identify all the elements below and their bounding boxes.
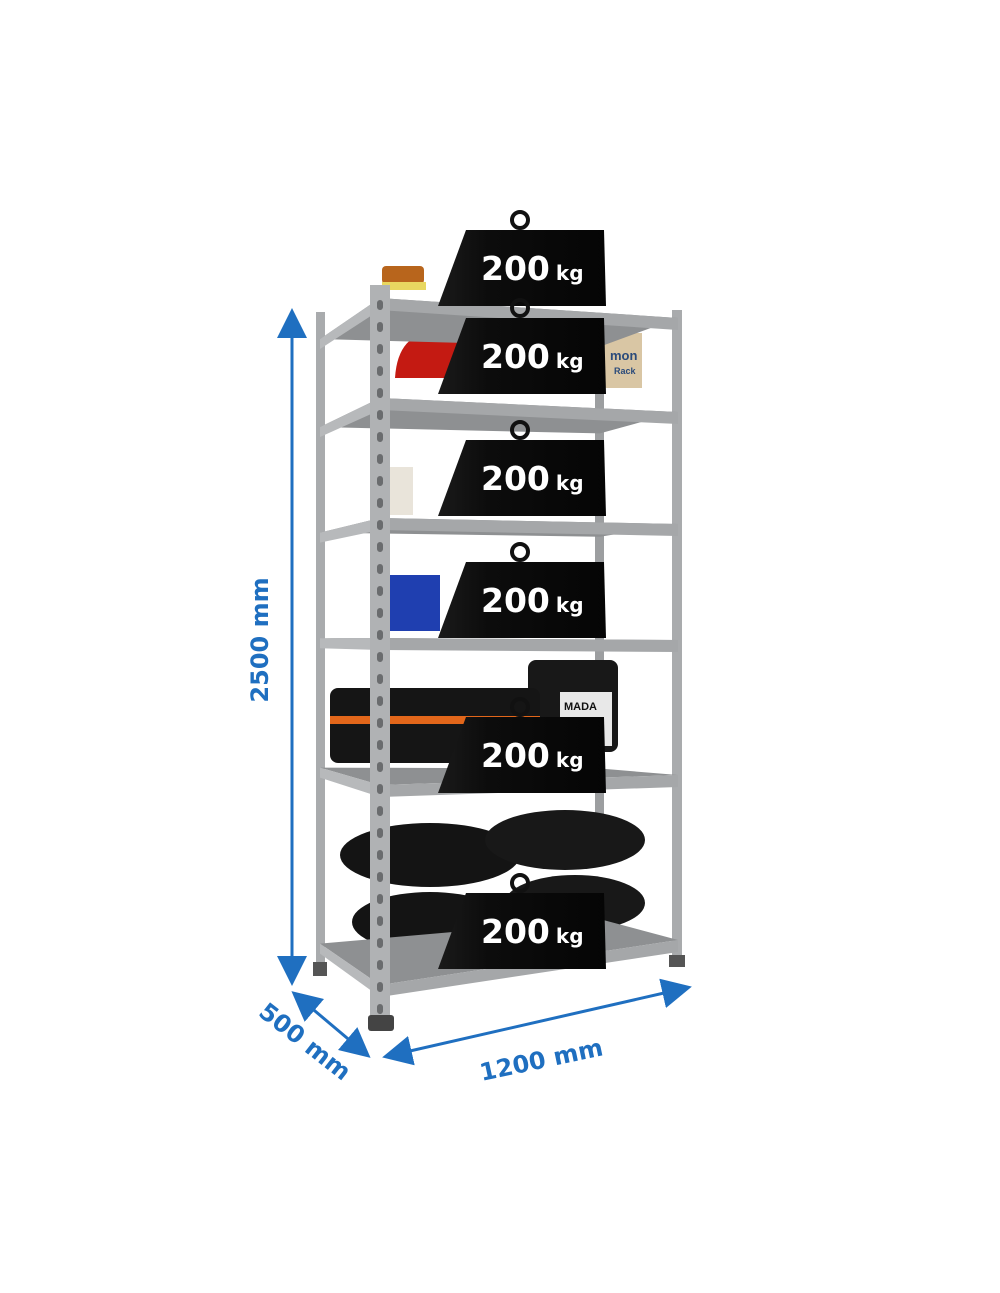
dimension-width: 1200 mm [382,978,692,1087]
post-hole [377,542,383,552]
post-hole [377,960,383,970]
box-text: Rack [614,366,637,376]
ring-icon [510,420,530,440]
shelf-front-beam [380,398,678,424]
shelf-side-beam [320,518,380,543]
case-text: MADA [564,701,597,713]
post-hole [377,916,383,926]
box-text: mon [610,348,638,363]
post-hole [377,344,383,354]
post-hole [377,630,383,640]
post-hole [377,300,383,310]
shelf-side-beam [320,767,380,797]
blue-bins [390,575,440,631]
post-hole [377,982,383,992]
post-hole [377,938,383,948]
weight-body [438,230,606,306]
post-hole [377,718,383,728]
post-hole [377,476,383,486]
weight-body [438,717,606,793]
front-left-post [368,285,394,1031]
item-labels: mon Rack MADA [564,348,638,713]
post-hole [377,498,383,508]
post-hole [377,696,383,706]
shelf-front-beam [380,518,678,536]
dimension-height: 2500 mm [246,308,307,986]
shelf-side-beam [320,298,380,350]
weight-body [438,440,606,516]
post-hole [377,564,383,574]
shelf [320,398,678,438]
post-hole [377,608,383,618]
post-hole [377,762,383,772]
post-hole [377,894,383,904]
post-hole [377,454,383,464]
height-label: 2500 mm [246,577,274,702]
shelf-side-beam [320,398,380,438]
post-hole [377,432,383,442]
post-hole [377,740,383,750]
post-hole [377,366,383,376]
width-label: 1200 mm [477,1033,605,1086]
post-hole [377,322,383,332]
ring-icon [510,542,530,562]
dimension-depth: 500 mm [254,991,371,1086]
hard-hat [395,331,463,378]
shelf [320,638,678,652]
post-hole [377,872,383,882]
weight-body [438,893,606,969]
ring-icon [510,697,530,717]
post-hole [377,806,383,816]
post-hole [377,674,383,684]
post-hole [377,520,383,530]
shelf [320,518,678,543]
post-hole [377,850,383,860]
depth-label: 500 mm [254,997,357,1086]
ring-icon [510,298,530,318]
post-hole [377,784,383,794]
post-hole [377,652,383,662]
shelf-side-beam [320,943,380,997]
post-hole [377,388,383,398]
tape-roll [382,266,424,284]
shelf-front-beam [380,638,678,652]
ring-icon [510,210,530,230]
post-hole [377,586,383,596]
post-hole [377,1004,383,1014]
bag [485,810,645,870]
weight-body [438,562,606,638]
weight-body [438,318,606,394]
ring-icon [510,873,530,893]
shelf-side-beam [320,638,380,650]
post-hole [377,410,383,420]
post-hole [377,828,383,838]
